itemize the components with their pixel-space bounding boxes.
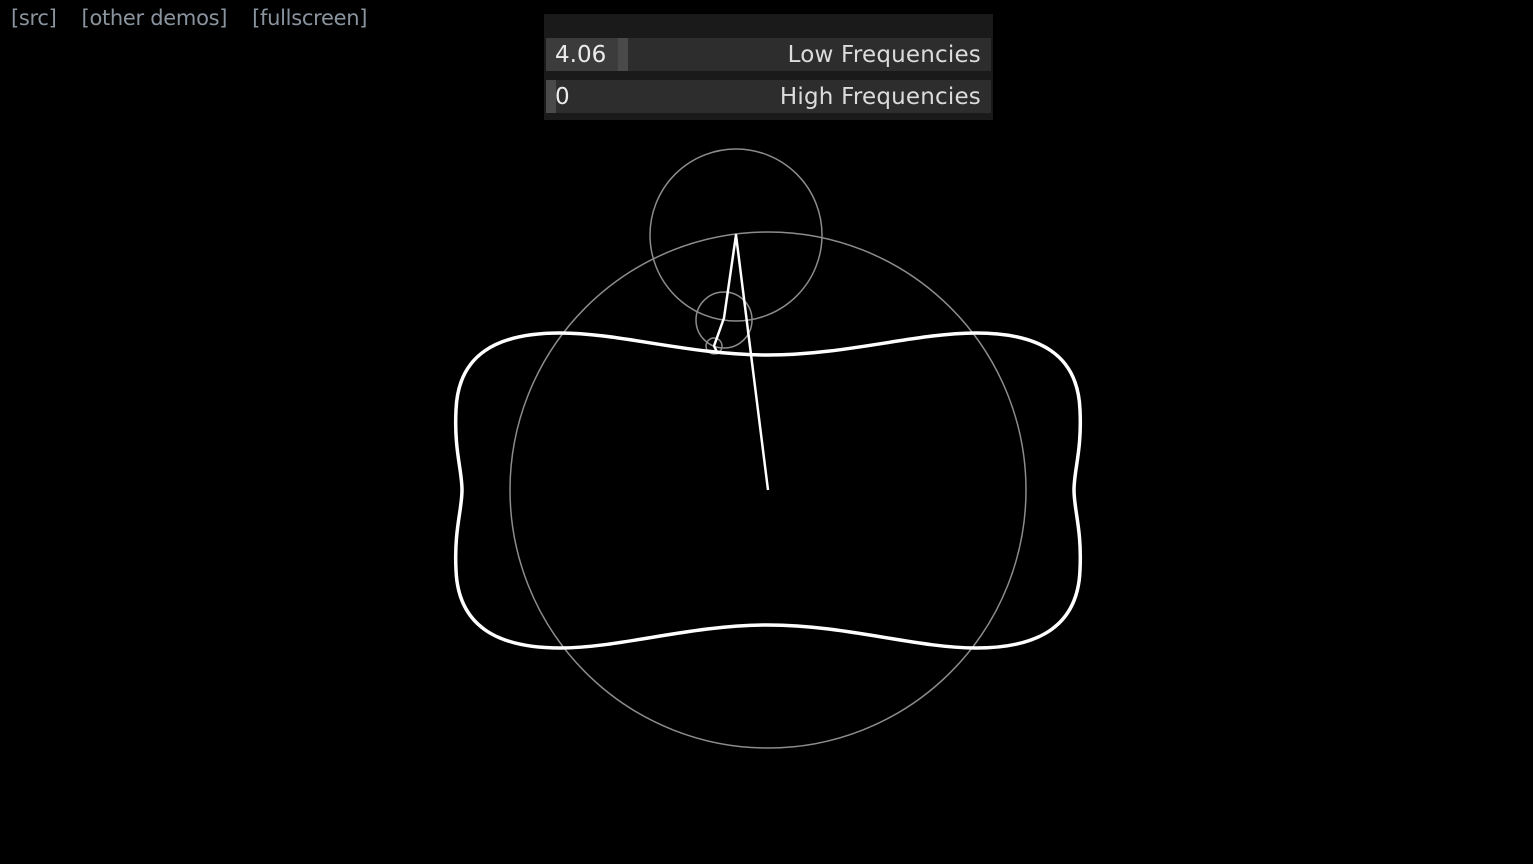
high-frequencies-slider[interactable]: 0 High Frequencies <box>546 80 991 113</box>
control-panel: 4.06 Low Frequencies 0 High Frequencies <box>544 14 993 120</box>
traced-curve <box>453 331 1083 650</box>
top-links: [src] [other demos] [fullscreen] <box>11 6 367 30</box>
high-frequencies-value[interactable]: 0 <box>555 84 570 110</box>
high-frequencies-label: High Frequencies <box>779 84 981 110</box>
high-frequencies-row: 0 High Frequencies <box>544 78 993 120</box>
low-frequencies-slider[interactable]: 4.06 Low Frequencies <box>546 38 991 71</box>
src-link[interactable]: [src] <box>11 6 57 30</box>
low-frequencies-fill <box>546 38 618 71</box>
other-demos-link[interactable]: [other demos] <box>81 6 228 30</box>
epicycle-arms <box>712 233 770 491</box>
low-frequencies-label: Low Frequencies <box>787 42 981 68</box>
control-panel-header <box>544 14 993 36</box>
guide-circle-small <box>695 291 753 349</box>
guide-circle-tiny <box>705 337 723 355</box>
low-frequencies-value[interactable]: 4.06 <box>555 42 607 68</box>
fullscreen-link[interactable]: [fullscreen] <box>252 6 368 30</box>
guide-circle-large <box>509 231 1027 749</box>
high-frequencies-handle[interactable] <box>546 80 556 113</box>
low-frequencies-row: 4.06 Low Frequencies <box>544 36 993 78</box>
guide-circle-medium <box>649 148 823 322</box>
low-frequencies-handle[interactable] <box>618 38 628 71</box>
